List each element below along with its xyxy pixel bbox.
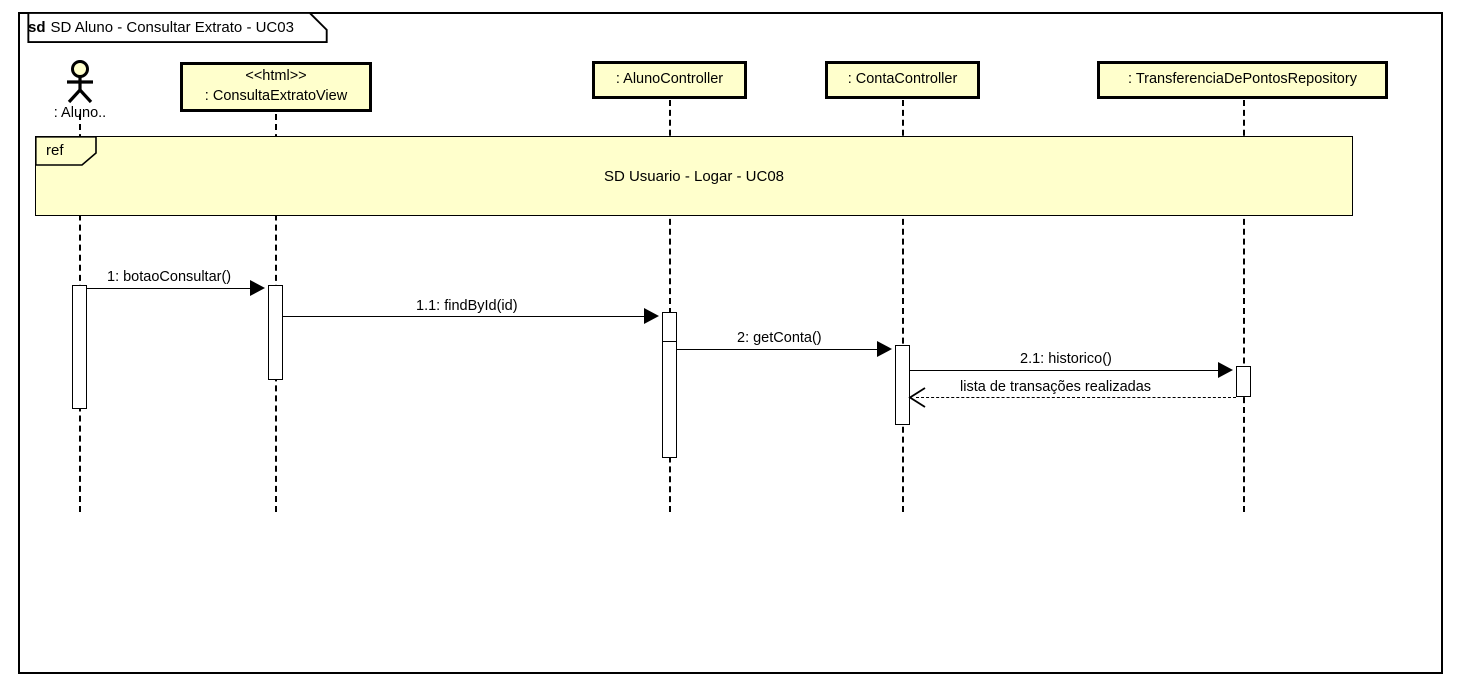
lifeline-box-conta-controller[interactable]: : ContaController (825, 61, 980, 99)
message-label-1: 1: botaoConsultar() (107, 269, 232, 285)
lifeline-label-aluno-controller: : AlunoController (615, 71, 724, 88)
lifeline-stereotype-view: <<html>> (245, 68, 307, 85)
frame-name-tab (27, 12, 328, 44)
message-line-return-1 (916, 397, 1236, 398)
message-arrowhead-return-1 (908, 387, 926, 408)
fragment-ref[interactable]: SD Usuario - Logar - UC08 (35, 136, 1353, 216)
fragment-ref-operator-label: ref (46, 142, 64, 159)
activation-aluno-controller (662, 312, 677, 458)
message-arrowhead-1 (250, 280, 265, 296)
actor-aluno[interactable]: : Aluno.. (44, 60, 116, 121)
actor-icon (67, 60, 93, 104)
activation-view (268, 285, 283, 380)
message-line-2-1 (910, 370, 1229, 371)
lifeline-box-view[interactable]: <<html>> : ConsultaExtratoView (180, 62, 372, 112)
message-label-1-1: 1.1: findById(id) (416, 298, 518, 314)
sequence-diagram-frame (18, 12, 1443, 674)
frame-title-text: SD Aluno - Consultar Extrato - UC03 (50, 18, 294, 36)
actor-label: : Aluno.. (53, 105, 107, 121)
lifeline-label-repository: : TransferenciaDePontosRepository (1128, 71, 1357, 88)
lifeline-box-aluno-controller[interactable]: : AlunoController (592, 61, 747, 99)
fragment-ref-operator-tab (35, 136, 97, 166)
activation-aluno (72, 285, 87, 409)
message-arrowhead-2-1 (1218, 362, 1233, 378)
frame-title: sd SD Aluno - Consultar Extrato - UC03 (28, 12, 294, 42)
activation-repository (1236, 366, 1251, 397)
message-label-2: 2: getConta() (737, 330, 822, 346)
activation-conta-controller (895, 345, 910, 425)
lifeline-box-repository[interactable]: : TransferenciaDePontosRepository (1097, 61, 1388, 99)
message-line-1 (87, 288, 262, 289)
lifeline-conta-controller (902, 100, 904, 512)
message-label-2-1: 2.1: historico() (1020, 351, 1112, 367)
message-label-return-1: lista de transações realizadas (960, 379, 1152, 395)
message-arrowhead-1-1 (644, 308, 659, 324)
lifeline-repository (1243, 100, 1245, 512)
lifeline-label-conta-controller: : ContaController (847, 71, 958, 88)
lifeline-label-view: : ConsultaExtratoView (204, 88, 348, 104)
fragment-ref-text: SD Usuario - Logar - UC08 (603, 167, 785, 185)
message-line-1-1 (283, 316, 655, 317)
message-line-2 (677, 349, 888, 350)
frame-keyword: sd (28, 18, 46, 36)
lifeline-aluno-controller (669, 100, 671, 512)
message-arrowhead-2 (877, 341, 892, 357)
activation-divider-aluno-controller (662, 341, 677, 342)
